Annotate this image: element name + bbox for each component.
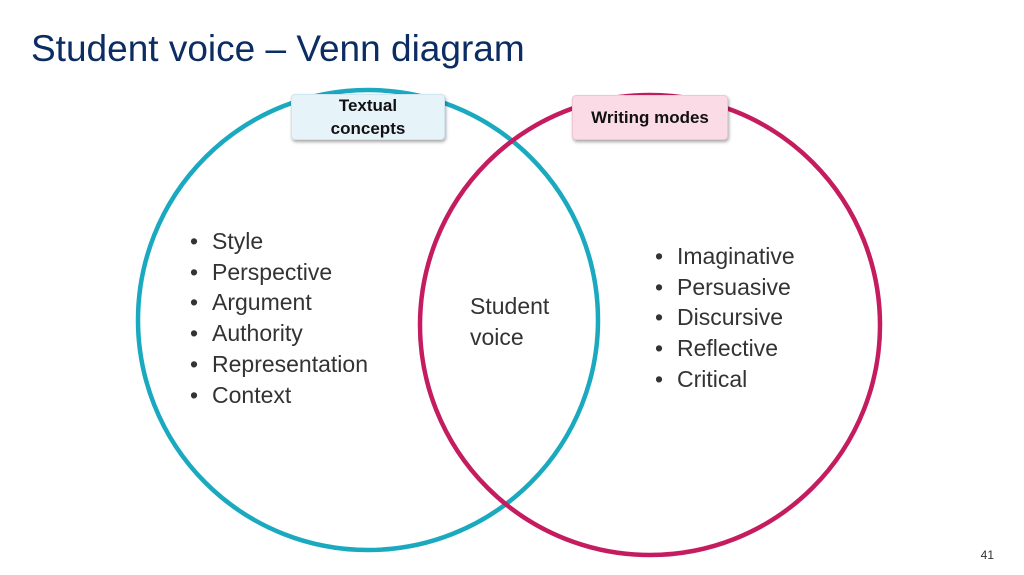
list-item: Argument [190, 287, 368, 318]
list-item: Context [190, 380, 368, 411]
left-set-label-text: Textual concepts [330, 96, 406, 138]
list-item: Discursive [655, 302, 795, 333]
intersection-label: Student voice [470, 293, 550, 350]
list-item: Perspective [190, 257, 368, 288]
list-item: Reflective [655, 333, 795, 364]
right-set-label-text: Writing modes [591, 108, 709, 127]
list-item: Critical [655, 364, 795, 395]
right-set-label: Writing modes [572, 95, 728, 140]
left-set-label: Textual concepts [291, 94, 445, 140]
list-item: Imaginative [655, 241, 795, 272]
list-item: Authority [190, 318, 368, 349]
list-item: Representation [190, 349, 368, 380]
left-set-items: Style Perspective Argument Authority Rep… [190, 226, 368, 410]
left-circle-textual-concepts [135, 87, 601, 553]
slide-title: Student voice – Venn diagram [31, 28, 525, 69]
list-item: Style [190, 226, 368, 257]
page-number: 41 [980, 548, 994, 562]
list-item: Persuasive [655, 272, 795, 303]
right-set-items: Imaginative Persuasive Discursive Reflec… [655, 241, 795, 395]
